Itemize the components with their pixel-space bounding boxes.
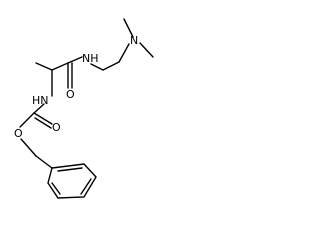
amide-nh-label: NH xyxy=(82,52,99,65)
benzene-double-3 xyxy=(51,182,61,195)
carbamate-carbonyl-oxygen-label: O xyxy=(52,121,61,134)
bond-carbamate-co-1 xyxy=(33,112,53,125)
carbamate-nh-label: HN xyxy=(32,94,49,107)
bond-methyl xyxy=(35,62,53,71)
bond-o-ch2 xyxy=(20,138,37,157)
bond-nh-carbamate xyxy=(33,103,45,114)
bond-carbamate-co-2 xyxy=(34,117,52,129)
ester-oxygen-label: O xyxy=(14,127,23,140)
benzene-double-1 xyxy=(57,167,83,172)
structure-canvas: NH N HN O O O xyxy=(0,0,170,213)
bond-ch2-ch2 xyxy=(102,61,120,71)
bond-n-methyl-1 xyxy=(123,18,134,38)
bond-alpha-carbonyl xyxy=(51,62,69,71)
benzene-double-2 xyxy=(80,178,92,195)
bond-nh-ch2 xyxy=(90,63,104,71)
benzene-ring xyxy=(47,163,97,199)
bond-carbonyl-nh xyxy=(67,56,83,64)
molecule-structure: NH N HN O O O xyxy=(14,18,154,199)
bond-ch2-ring xyxy=(35,155,53,169)
bond-carbamate-o xyxy=(19,112,35,128)
bond-ch2-n xyxy=(118,43,130,63)
bond-n-methyl-2 xyxy=(139,42,154,58)
amide-oxygen-label: O xyxy=(66,88,75,101)
amine-n-label: N xyxy=(130,34,138,47)
